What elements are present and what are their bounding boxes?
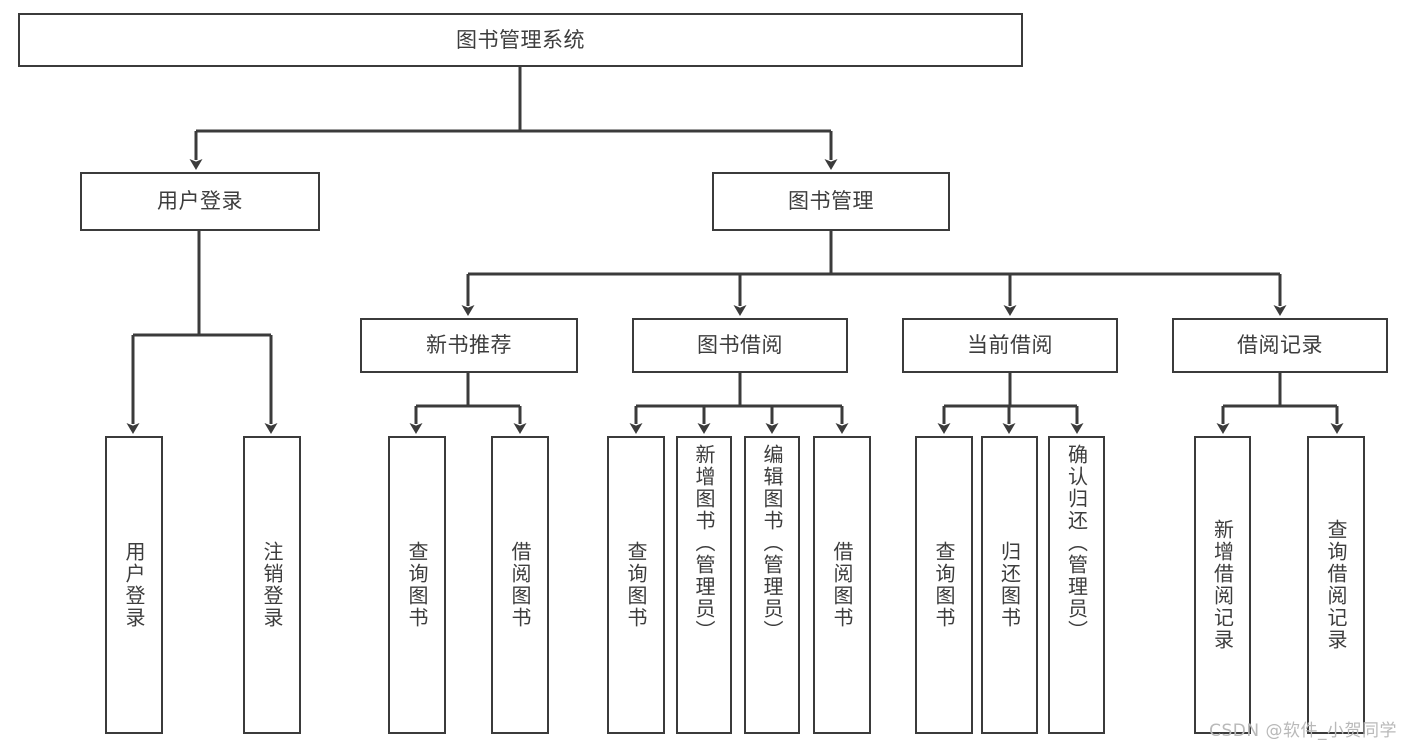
node-root[interactable]: 图书管理系统	[18, 13, 1023, 67]
leaf-logout-login-label: 注销登录	[260, 541, 284, 629]
node-current-borrow[interactable]: 当前借阅	[902, 318, 1118, 373]
leaf-query-book-1[interactable]: 查询图书	[388, 436, 446, 734]
leaf-logout-login[interactable]: 注销登录	[243, 436, 301, 734]
leaf-add-record[interactable]: 新增借阅记录	[1194, 436, 1251, 734]
node-new-book-rec[interactable]: 新书推荐	[360, 318, 578, 373]
node-book-borrow[interactable]: 图书借阅	[632, 318, 848, 373]
node-user-login[interactable]: 用户登录	[80, 172, 320, 231]
leaf-add-book-label: 新增图书（管理员）	[692, 444, 716, 642]
node-user-login-label: 用户登录	[157, 189, 243, 214]
leaf-borrow-book-1[interactable]: 借阅图书	[491, 436, 549, 734]
watermark: CSDN @软件_小贺同学	[1209, 721, 1397, 741]
node-borrow-record-label: 借阅记录	[1237, 333, 1323, 358]
leaf-confirm-return[interactable]: 确认归还（管理员）	[1048, 436, 1105, 734]
leaf-user-login[interactable]: 用户登录	[105, 436, 163, 734]
leaf-borrow-book-1-label: 借阅图书	[508, 541, 532, 629]
leaf-confirm-return-label: 确认归还（管理员）	[1064, 444, 1089, 642]
leaf-user-login-label: 用户登录	[122, 541, 146, 629]
leaf-query-record[interactable]: 查询借阅记录	[1307, 436, 1365, 734]
node-current-borrow-label: 当前借阅	[967, 333, 1053, 358]
node-book-manage-label: 图书管理	[788, 189, 874, 214]
leaf-return-book[interactable]: 归还图书	[981, 436, 1038, 734]
leaf-query-book-3-label: 查询图书	[932, 541, 956, 629]
leaf-query-book-1-label: 查询图书	[405, 541, 429, 629]
leaf-borrow-book-2[interactable]: 借阅图书	[813, 436, 871, 734]
leaf-query-book-3[interactable]: 查询图书	[915, 436, 973, 734]
node-borrow-record[interactable]: 借阅记录	[1172, 318, 1388, 373]
node-book-manage[interactable]: 图书管理	[712, 172, 950, 231]
leaf-query-book-2[interactable]: 查询图书	[607, 436, 665, 734]
leaf-query-book-2-label: 查询图书	[624, 541, 648, 629]
node-new-book-rec-label: 新书推荐	[426, 333, 512, 358]
leaf-query-record-label: 查询借阅记录	[1324, 519, 1348, 651]
node-root-label: 图书管理系统	[456, 27, 585, 52]
leaf-edit-book[interactable]: 编辑图书（管理员）	[744, 436, 800, 734]
leaf-return-book-label: 归还图书	[997, 541, 1022, 629]
leaf-add-book[interactable]: 新增图书（管理员）	[676, 436, 732, 734]
leaf-edit-book-label: 编辑图书（管理员）	[760, 444, 784, 642]
node-book-borrow-label: 图书借阅	[697, 333, 783, 358]
leaf-borrow-book-2-label: 借阅图书	[830, 541, 854, 629]
leaf-add-record-label: 新增借阅记录	[1210, 519, 1235, 651]
